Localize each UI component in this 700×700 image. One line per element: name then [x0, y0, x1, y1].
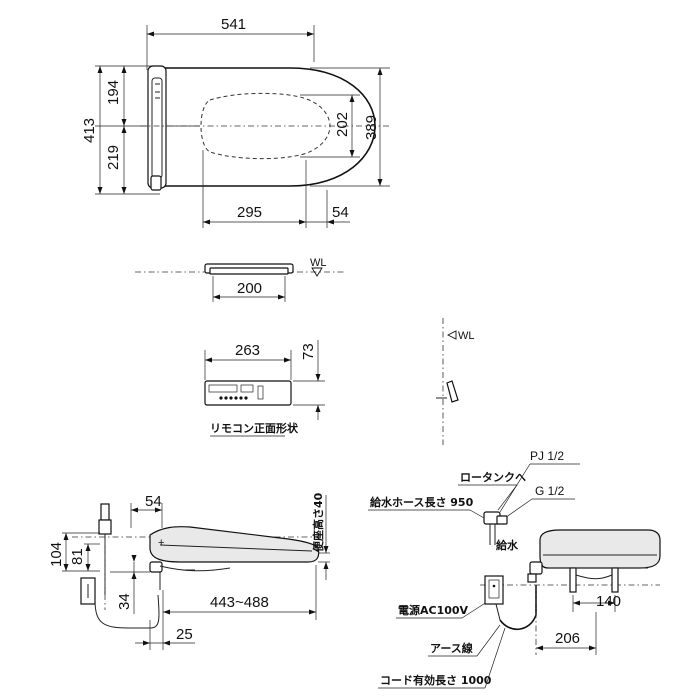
pj-label: PJ 1/2 [530, 449, 564, 463]
remote-caption: リモコン正面形状 [210, 421, 299, 435]
hose-label: 給水ホース長さ 950 [370, 495, 474, 509]
dim-34: 34 [116, 593, 133, 610]
wall-plate-view: WL 200 [135, 257, 345, 302]
dim-width-541: 541 [221, 16, 246, 33]
side-view: + 54 104 81 34 443~4 [48, 492, 330, 650]
dim-295: 295 [237, 204, 262, 221]
earth-label: アース線 [430, 641, 473, 655]
top-view: 541 413 194 219 202 [81, 16, 390, 228]
power-label: 電源AC100V [398, 603, 469, 617]
wl-label-plate: WL [310, 257, 327, 269]
wl-label-side: WL [458, 330, 475, 342]
dim-height-194: 194 [105, 80, 122, 105]
power-outlet [484, 575, 504, 605]
dim-seat-202: 202 [334, 112, 351, 137]
dim-seat-389: 389 [363, 115, 380, 140]
dim-443-488: 443~488 [210, 594, 269, 611]
dim-200: 200 [237, 280, 262, 297]
rear-view: PJ 1/2 ロータンクへ G 1/2 給水ホース長さ 950 給水 電源AC1… [368, 449, 661, 689]
dim-81: 81 [69, 548, 86, 565]
low-tank-label: ロータンクへ [460, 471, 526, 484]
dim-206: 206 [555, 630, 580, 647]
dim-side-54: 54 [145, 493, 162, 510]
dim-140: 140 [596, 593, 621, 610]
dim-height-413: 413 [81, 118, 98, 143]
dim-263: 263 [235, 342, 260, 359]
dim-73: 73 [300, 343, 317, 360]
remote-control [204, 380, 292, 406]
water-label: 給水 [496, 538, 519, 552]
dim-104: 104 [48, 542, 65, 567]
remote-view: 263 73 リモコン正面形状 [204, 340, 325, 437]
side-wall-view: WL [436, 318, 475, 445]
dim-54: 54 [332, 204, 349, 221]
cord-label: コード有効長さ 1000 [380, 673, 492, 687]
valve [100, 503, 110, 521]
lid-height-label: 便座高さ40 [311, 492, 325, 552]
seat-body [149, 526, 320, 563]
dim-height-219: 219 [105, 145, 122, 170]
g-label: G 1/2 [535, 484, 565, 498]
svg-text:+: + [158, 537, 164, 549]
dim-25: 25 [176, 626, 193, 643]
seat-rear [539, 529, 661, 569]
